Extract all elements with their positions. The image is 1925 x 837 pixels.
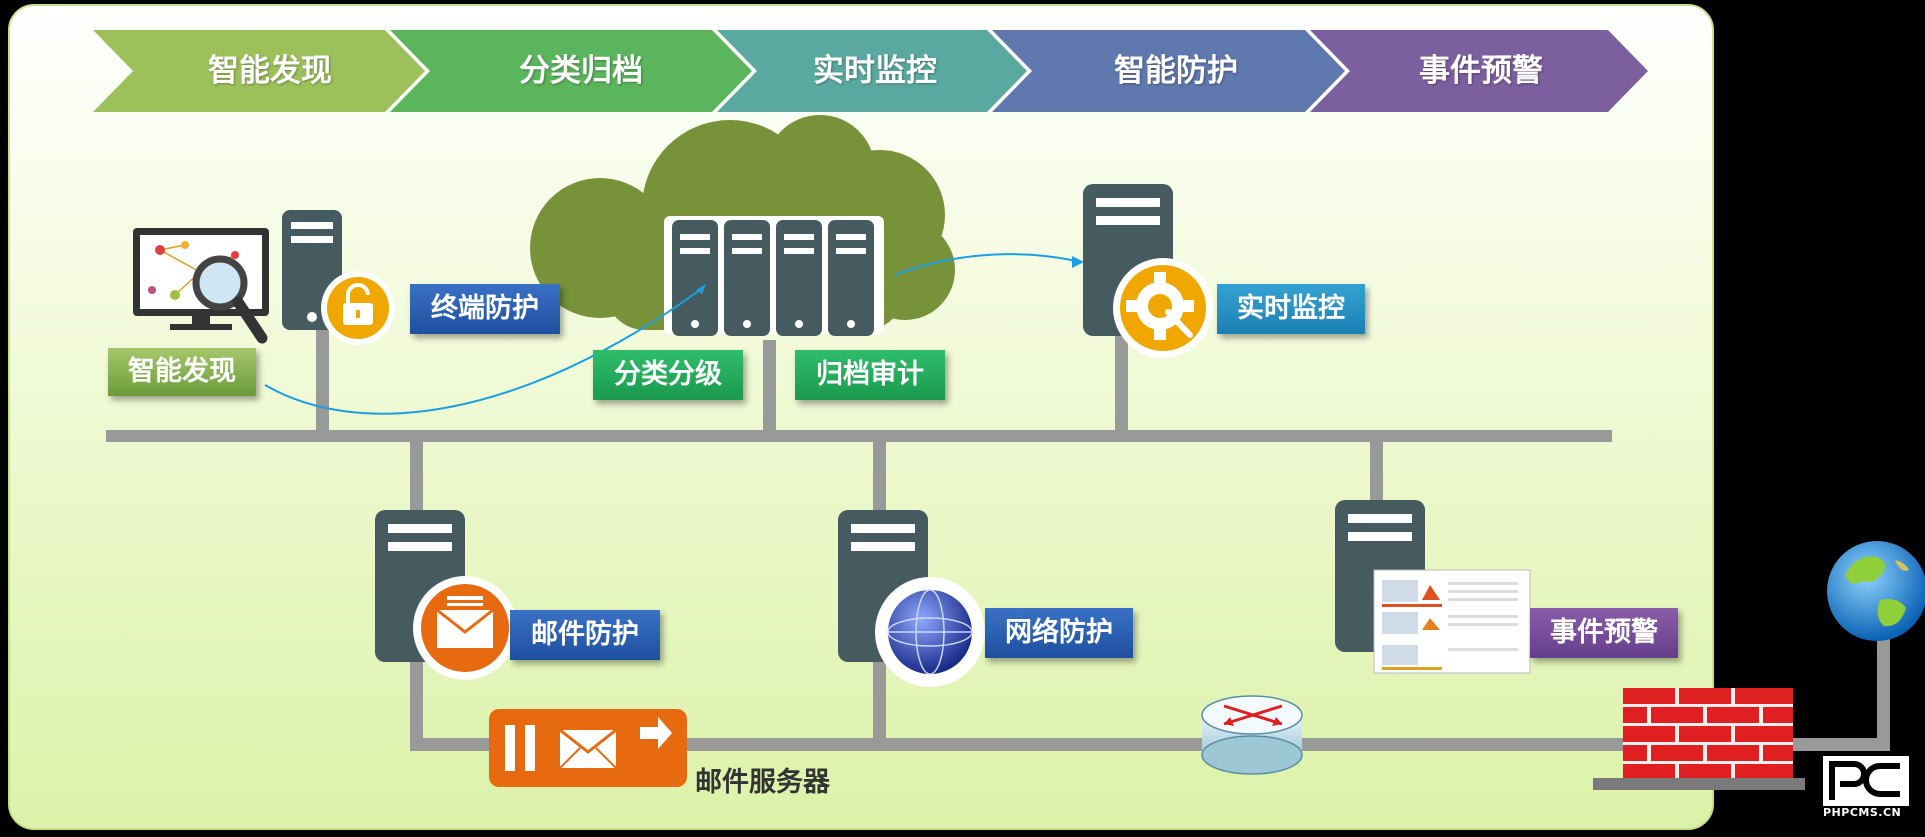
label-discovery: 智能发现 <box>108 348 256 396</box>
discovery-monitor <box>133 228 269 344</box>
chevron-2 <box>390 30 752 112</box>
watermark-text: PHPCMS.CN <box>1823 806 1902 819</box>
envelope-icon <box>413 576 517 680</box>
earth-icon <box>1827 541 1925 641</box>
router-icon <box>1201 695 1303 775</box>
lock-icon <box>321 271 395 345</box>
flow-step-3: 实时监控 <box>813 53 937 89</box>
report-thumbnail-icon <box>1373 569 1531 674</box>
chevron-5 <box>1310 30 1648 112</box>
globe-icon <box>875 577 985 687</box>
gear-icon <box>1113 258 1213 358</box>
flow-step-4: 智能防护 <box>1114 53 1238 89</box>
arrowhead-2 <box>1072 256 1084 268</box>
label-event-alert: 事件预警 <box>1530 608 1678 658</box>
label-terminal-protect: 终端防护 <box>410 284 560 334</box>
label-realtime-monitor: 实时监控 <box>1217 284 1365 334</box>
label-network-protect: 网络防护 <box>985 608 1133 658</box>
chevron-1 <box>93 30 425 112</box>
mail-server-icon <box>489 709 687 787</box>
bus-lines <box>106 330 1890 790</box>
flow-step-1: 智能发现 <box>208 53 332 89</box>
label-archive-audit: 归档审计 <box>795 350 945 400</box>
flow-arrows <box>264 253 1081 415</box>
cloud-servers <box>672 220 874 336</box>
firewall-icon <box>1623 688 1793 778</box>
label-mail-protect: 邮件防护 <box>510 610 660 660</box>
chevron-3 <box>717 30 1027 112</box>
flow-step-5: 事件预警 <box>1419 53 1543 89</box>
phpcms-logo-icon <box>1823 756 1909 806</box>
label-classify: 分类分级 <box>593 350 743 400</box>
label-mail-server: 邮件服务器 <box>695 767 830 798</box>
flow-step-2: 分类归档 <box>519 53 643 89</box>
chevron-4 <box>992 30 1345 112</box>
arrowhead-1 <box>696 284 706 294</box>
